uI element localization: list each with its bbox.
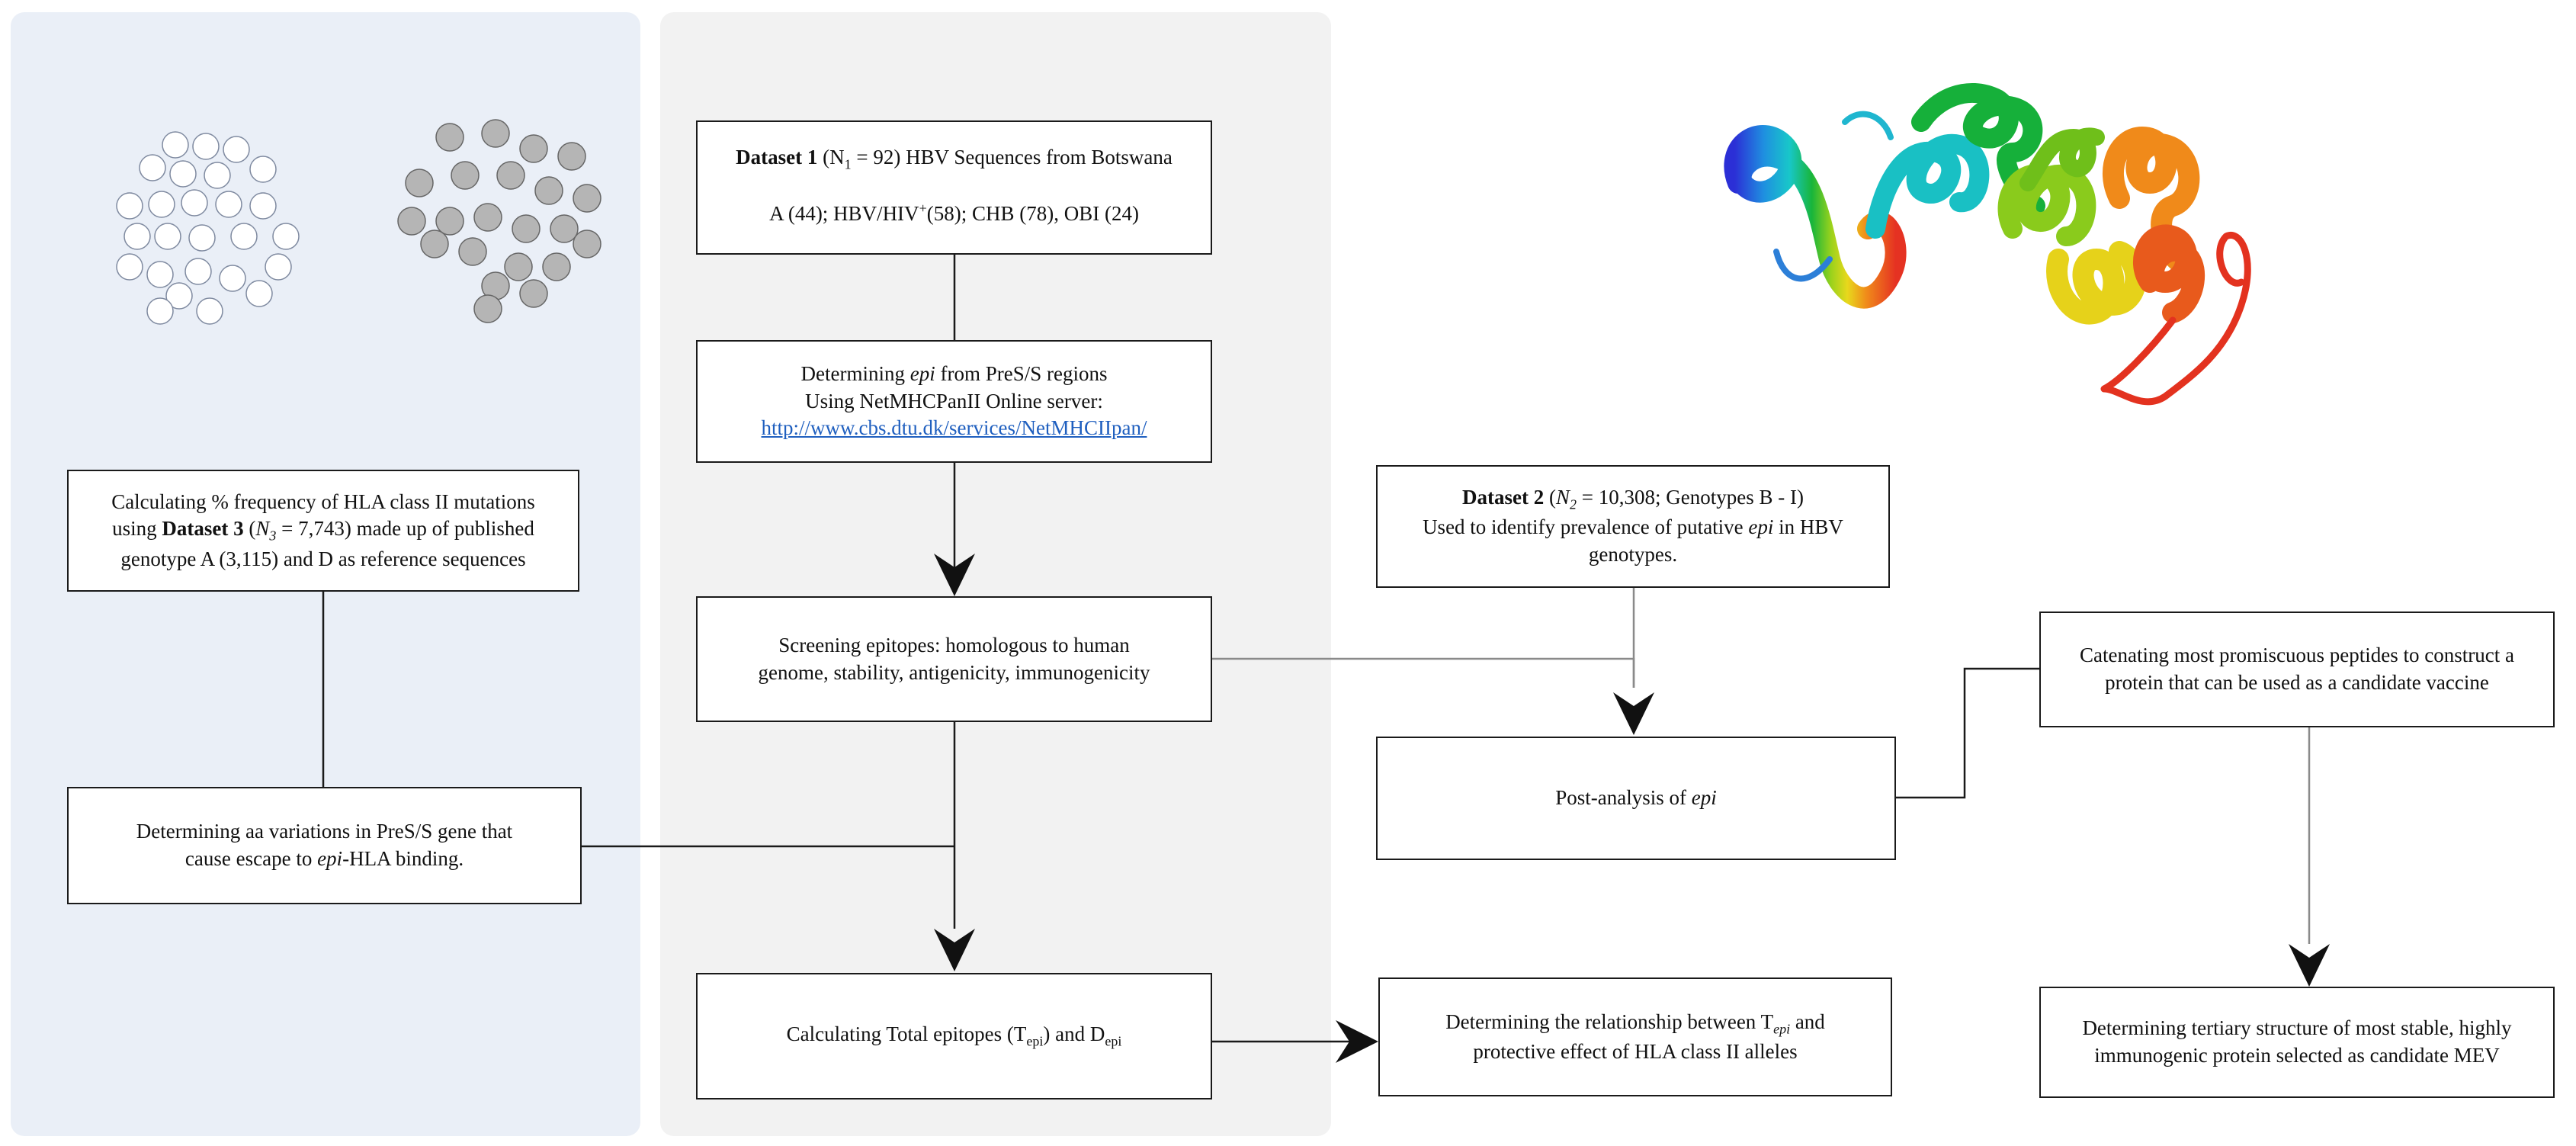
catenating-box: Catenating most promiscuous peptides to …	[2039, 612, 2555, 727]
network-node-icon	[245, 280, 273, 307]
network-node-icon	[435, 207, 464, 236]
network-node-icon	[420, 230, 449, 258]
determining-epi-box: Determining epi from PreS/S regions Usin…	[696, 340, 1212, 463]
network-node-icon	[169, 160, 197, 188]
dataset1-box: Dataset 1 (N1 = 92) HBV Sequences from B…	[696, 120, 1212, 255]
network-node-icon	[512, 214, 541, 243]
network-node-icon	[473, 203, 502, 232]
network-node-icon	[154, 223, 181, 250]
network-node-icon	[249, 192, 277, 220]
network-node-icon	[184, 258, 212, 285]
arrowhead-calc	[934, 929, 975, 971]
netmhciipan-link[interactable]: http://www.cbs.dtu.dk/services/NetMHCIIp…	[761, 416, 1147, 440]
dataset2-box: Dataset 2 (N2 = 10,308; Genotypes B - I)…	[1376, 465, 1890, 588]
network-node-icon	[481, 119, 510, 148]
arrowhead-screening	[934, 554, 975, 596]
protein-ribbon-structure-icon	[1724, 83, 2251, 406]
network-node-icon	[146, 297, 174, 325]
arrowhead-relationship	[1336, 1020, 1378, 1063]
network-node-icon	[215, 191, 242, 218]
network-node-icon	[181, 189, 208, 217]
network-node-icon	[192, 133, 220, 160]
hla-frequency-box: Calculating % frequency of HLA class II …	[67, 470, 579, 592]
network-node-icon	[496, 161, 525, 190]
network-node-icon	[204, 162, 231, 189]
network-node-icon	[542, 252, 571, 281]
arrowhead-tertiary	[2289, 944, 2330, 987]
connector-screening-to-post	[1212, 657, 1635, 688]
network-node-icon	[397, 207, 426, 236]
network-node-icon	[124, 223, 151, 250]
tertiary-structure-box: Determining tertiary structure of most s…	[2039, 987, 2555, 1098]
network-node-icon	[116, 253, 143, 281]
network-node-icon	[435, 123, 464, 152]
dataset1-label: Dataset 1	[736, 146, 818, 169]
network-node-icon	[473, 294, 502, 323]
network-node-icon	[116, 192, 143, 220]
network-node-icon	[405, 169, 434, 197]
network-node-icon	[223, 136, 250, 163]
network-node-icon	[165, 282, 193, 310]
network-node-icon	[458, 237, 487, 266]
network-node-icon	[146, 261, 174, 288]
relationship-box: Determining the relationship between Tep…	[1378, 977, 1892, 1096]
network-node-icon	[139, 154, 166, 181]
screening-box: Screening epitopes: homologous to human …	[696, 596, 1212, 722]
network-node-icon	[557, 142, 586, 171]
network-node-icon	[534, 176, 563, 205]
network-node-icon	[451, 161, 480, 190]
aa-variations-box: Determining aa variations in PreS/S gene…	[67, 787, 582, 904]
arrowhead-post	[1613, 692, 1654, 735]
connector-post-to-catenating	[1896, 667, 2039, 799]
network-node-icon	[265, 253, 292, 281]
network-node-icon	[162, 131, 189, 159]
network-node-icon	[504, 252, 533, 281]
network-node-icon	[573, 230, 601, 258]
network-node-icon	[148, 191, 175, 218]
post-analysis-box: Post-analysis of epi	[1376, 737, 1896, 860]
calc-total-box: Calculating Total epitopes (Tepi) and De…	[696, 973, 1212, 1099]
network-node-icon	[519, 134, 548, 163]
network-node-icon	[573, 184, 601, 213]
network-node-icon	[272, 223, 300, 250]
network-node-icon	[249, 156, 277, 183]
network-node-icon	[188, 224, 216, 252]
network-node-icon	[219, 265, 246, 292]
network-nodes-open-icon	[116, 131, 300, 325]
network-node-icon	[196, 297, 223, 325]
network-node-icon	[550, 214, 579, 243]
network-node-icon	[519, 279, 548, 308]
network-node-icon	[230, 223, 258, 250]
network-nodes-filled-icon	[397, 119, 601, 323]
